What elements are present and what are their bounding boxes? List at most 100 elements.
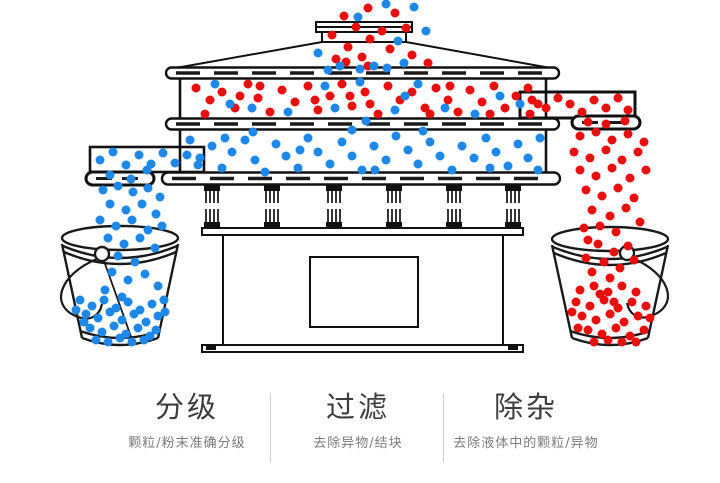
blue-particle [355,64,365,74]
red-particle [619,317,629,327]
red-particle [595,289,605,299]
blue-particle [503,161,513,171]
blue-particle [535,133,545,143]
blue-particle [130,257,140,267]
blue-particle [139,335,149,345]
red-particle [625,173,635,183]
red-particle [605,273,615,283]
blue-particle [153,281,163,291]
red-particle [629,255,639,265]
red-particle [571,297,581,307]
blue-particle [337,137,347,147]
blue-particle [147,299,157,309]
red-particle [423,58,433,68]
red-particle [577,311,587,321]
blue-particle [127,337,137,347]
red-particle [569,147,579,157]
red-particle [331,54,341,64]
red-particle [253,93,263,103]
blue-particle [105,307,115,317]
blue-particle [111,221,121,231]
red-particle [205,95,215,105]
blue-particle [143,183,153,193]
caption-title-filtration: 过滤 [325,390,390,424]
caption-divider [270,393,271,462]
blue-particle [295,145,305,155]
red-particle [631,337,641,347]
blue-particle [400,91,410,101]
blue-particle [523,153,533,163]
blue-particle [126,174,136,184]
red-particle [641,301,651,311]
blue-particle [121,160,131,170]
blue-particle [399,58,409,68]
caption-desc-classification: 颗粒/粉末准确分级 [128,436,246,451]
red-particle [265,107,275,117]
red-particle [431,83,441,93]
red-particle [343,42,353,52]
blue-particle [513,139,523,149]
blue-particle [133,323,143,333]
red-particle [511,91,521,101]
red-particle [607,163,617,173]
blue-particle [140,269,150,279]
blue-particle [271,139,281,149]
blue-particle [369,141,379,151]
red-particle [565,99,575,109]
red-particle [351,22,361,32]
blue-particle [225,99,235,109]
blue-particle [210,79,220,89]
red-particle [357,52,367,62]
blue-particle [85,323,95,333]
red-particle [337,79,347,89]
blue-particle [303,133,313,143]
blue-particle [491,147,501,157]
red-particle [597,329,607,339]
blue-particle [117,315,127,325]
blue-particle [240,135,250,145]
right-bucket [550,225,670,347]
red-particle [603,335,613,345]
blue-particle [157,221,167,231]
right-bucket-handle [625,256,669,319]
blue-particle [117,292,127,302]
blue-particle [357,165,367,175]
red-particle [587,267,597,277]
red-particle [609,297,619,307]
blue-particle [457,141,467,151]
red-particle [377,26,387,36]
red-particle [347,101,357,111]
blue-particle [335,61,345,71]
blue-particle [470,109,480,119]
blue-particle [320,81,330,91]
caption-filtration: 过滤 去除异物/结块 [268,390,448,452]
red-particle [627,297,637,307]
red-particle [639,325,649,335]
red-particle [290,97,300,107]
blue-particle [247,103,257,113]
red-particle [255,81,265,91]
red-particle [235,91,245,101]
particle-dots [71,0,655,347]
blue-particle [160,307,170,317]
blue-particle [403,145,413,155]
blue-particle [533,165,543,175]
red-particle [453,107,463,117]
blue-particle [227,147,237,157]
red-particle [613,93,623,103]
left-bucket-handle-pivot [93,245,111,263]
blue-particle [418,126,428,136]
red-particle [339,11,349,21]
blue-particle [99,295,109,305]
red-particle [583,325,593,335]
suspension-springs [203,184,522,229]
blue-particle [103,233,113,243]
blue-particle [355,77,365,87]
red-particle [577,107,587,117]
blue-particle [182,150,192,160]
blue-particle [369,61,379,71]
red-particle [583,117,593,127]
red-particle [625,331,635,341]
feature-captions: 分级 颗粒/粉末准确分级 过滤 去除异物/结块 除杂 去除液体中的颗粒/异物 [0,380,720,483]
red-particle [575,165,585,175]
